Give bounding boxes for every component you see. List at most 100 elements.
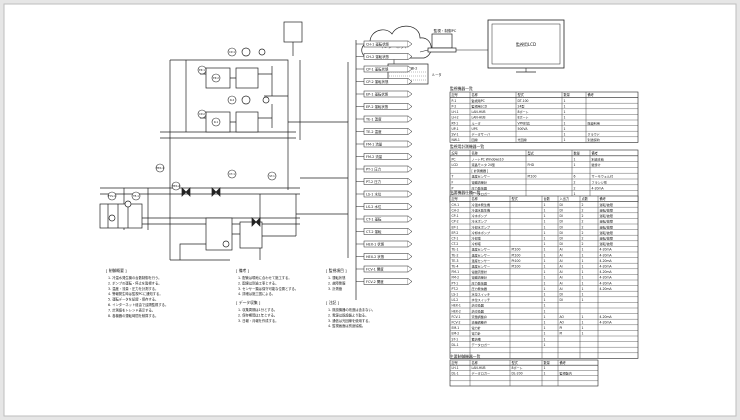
table-cell: FM-1 <box>452 270 460 274</box>
table-cell: AI <box>560 276 563 280</box>
signal-tag: FM-1 流量 <box>356 140 413 148</box>
table-cell: ノートPC Windows10 <box>472 157 504 161</box>
table-cell: 8ポート <box>512 365 523 370</box>
table-cell: 8ポート <box>518 109 529 114</box>
note-title: [ 備考 ] <box>236 268 249 273</box>
table-cell: 1 <box>582 265 584 269</box>
table-cell: LAN-HUB <box>472 116 486 120</box>
instrument-circle <box>227 169 237 179</box>
table-cell: HEX-2 <box>452 309 461 313</box>
note-line: 3. 通信は光回線を使用する。 <box>328 318 372 323</box>
table-frame <box>449 149 639 203</box>
table-cell: 運転/故障 <box>600 236 613 241</box>
table-cell: 1 <box>544 248 546 252</box>
table-cell: 1 <box>544 371 546 375</box>
note-line: 7. 計測値をトレンド表示する。 <box>108 307 155 312</box>
table-cell: データロガー <box>472 342 491 347</box>
signal-tag-label: CH-1 運転状態 <box>366 41 390 46</box>
table-cell: 1 <box>574 163 576 167</box>
instrument-circle <box>267 171 277 181</box>
table-cell: EP-1 <box>452 225 459 229</box>
table-cell: CP-1 <box>452 214 459 218</box>
signal-tag: FCV-1 開度 <box>356 265 413 273</box>
table-cell: 運転/故障 <box>600 208 613 213</box>
signal-tag: PT-2 圧力 <box>356 178 413 185</box>
table-cell: Pt100 <box>512 253 521 257</box>
table-cell: 8ポート <box>518 115 529 120</box>
table-cell: AI <box>560 248 563 252</box>
table-cell: DI <box>560 242 563 246</box>
table-frame <box>449 91 639 143</box>
table-cell: 監視用LCD <box>472 104 488 109</box>
table-cell: 4-20mA <box>592 186 605 190</box>
instrument-circle <box>197 65 207 75</box>
signal-tag: HEX-2 状態 <box>356 253 413 260</box>
table-cell: EP-2 <box>452 231 459 235</box>
table-cell: 監視盤内 <box>560 370 572 375</box>
table-cell: 電磁流量計 <box>472 275 487 280</box>
table-cell: 4-20mA <box>600 287 613 291</box>
table-cell: 電磁流量計 <box>472 180 487 185</box>
table-cell: 1 <box>544 309 546 313</box>
table-cell: 4-20mA <box>600 265 613 269</box>
note-block-col5: [ 注記 ]1. 既設機器の改造は含まない。2. 電源は既設盤より取る。3. 通… <box>326 300 375 328</box>
table-cell: 2 <box>582 225 584 229</box>
instrument-tag-label: CP-2 <box>199 112 205 116</box>
note-line: 1. 運転状態 <box>328 275 346 280</box>
table-cell: TE-1 <box>451 248 459 252</box>
table-cell: 冷温水発生機 <box>472 208 491 213</box>
table-cell: AI <box>560 270 563 274</box>
signal-tag-label: FCV-2 開度 <box>366 279 384 284</box>
instrument-tag: EP-2 <box>211 73 221 83</box>
table-cell: PI <box>560 332 563 336</box>
table-cell: DL-200 <box>512 371 523 375</box>
note-block-col2: [ 備考 ]1. 配管は現地に合わせて施工する。2. 配線は別途工事とする。3.… <box>236 268 298 296</box>
instrument-tag: CP-1 <box>227 47 237 57</box>
instrument-circle <box>227 47 237 57</box>
table-cell: AI <box>560 253 563 257</box>
signal-tag-label: CT-2 運転 <box>366 229 382 234</box>
table-cell: Pt100 <box>512 248 521 252</box>
table-cell: 光回線 <box>518 137 527 142</box>
table-title: 監視機器一覧 <box>450 86 473 91</box>
table-cell: 1 <box>544 281 546 285</box>
note-line: 6. インターネット経由で遠隔監視する。 <box>108 302 168 307</box>
table-cell: 水位スイッチ <box>472 297 491 302</box>
instrument-tag-label: FCV-1 <box>108 194 116 198</box>
table-cell: 1 <box>564 105 566 109</box>
table-cell: 1 <box>582 321 584 325</box>
table-cell: SV-1 <box>452 133 459 137</box>
table-cell: 24型 <box>518 104 525 109</box>
table-cell: 電力計 <box>472 325 481 330</box>
table-cell: 運転/故障 <box>600 202 613 207</box>
table-header-cell: 名称 <box>472 360 479 365</box>
monitor-screen <box>491 23 561 65</box>
instrument-tag-label: CP-1 <box>229 50 235 54</box>
table-header-cell: 台数 <box>544 196 551 201</box>
signal-tag: FCV-2 開度 <box>356 278 413 285</box>
table-cell: 1 <box>544 287 546 291</box>
table-cell: FCV-2 <box>452 321 461 325</box>
table-cell: 冷却塔 <box>472 236 481 241</box>
table-cell: 水位スイッチ <box>472 292 491 297</box>
note-line: 4. 監視画面は別途協議。 <box>328 323 365 328</box>
table-cell: AO <box>560 315 565 319</box>
instrument-circle <box>171 181 181 191</box>
table-cell: 1 <box>544 225 546 229</box>
